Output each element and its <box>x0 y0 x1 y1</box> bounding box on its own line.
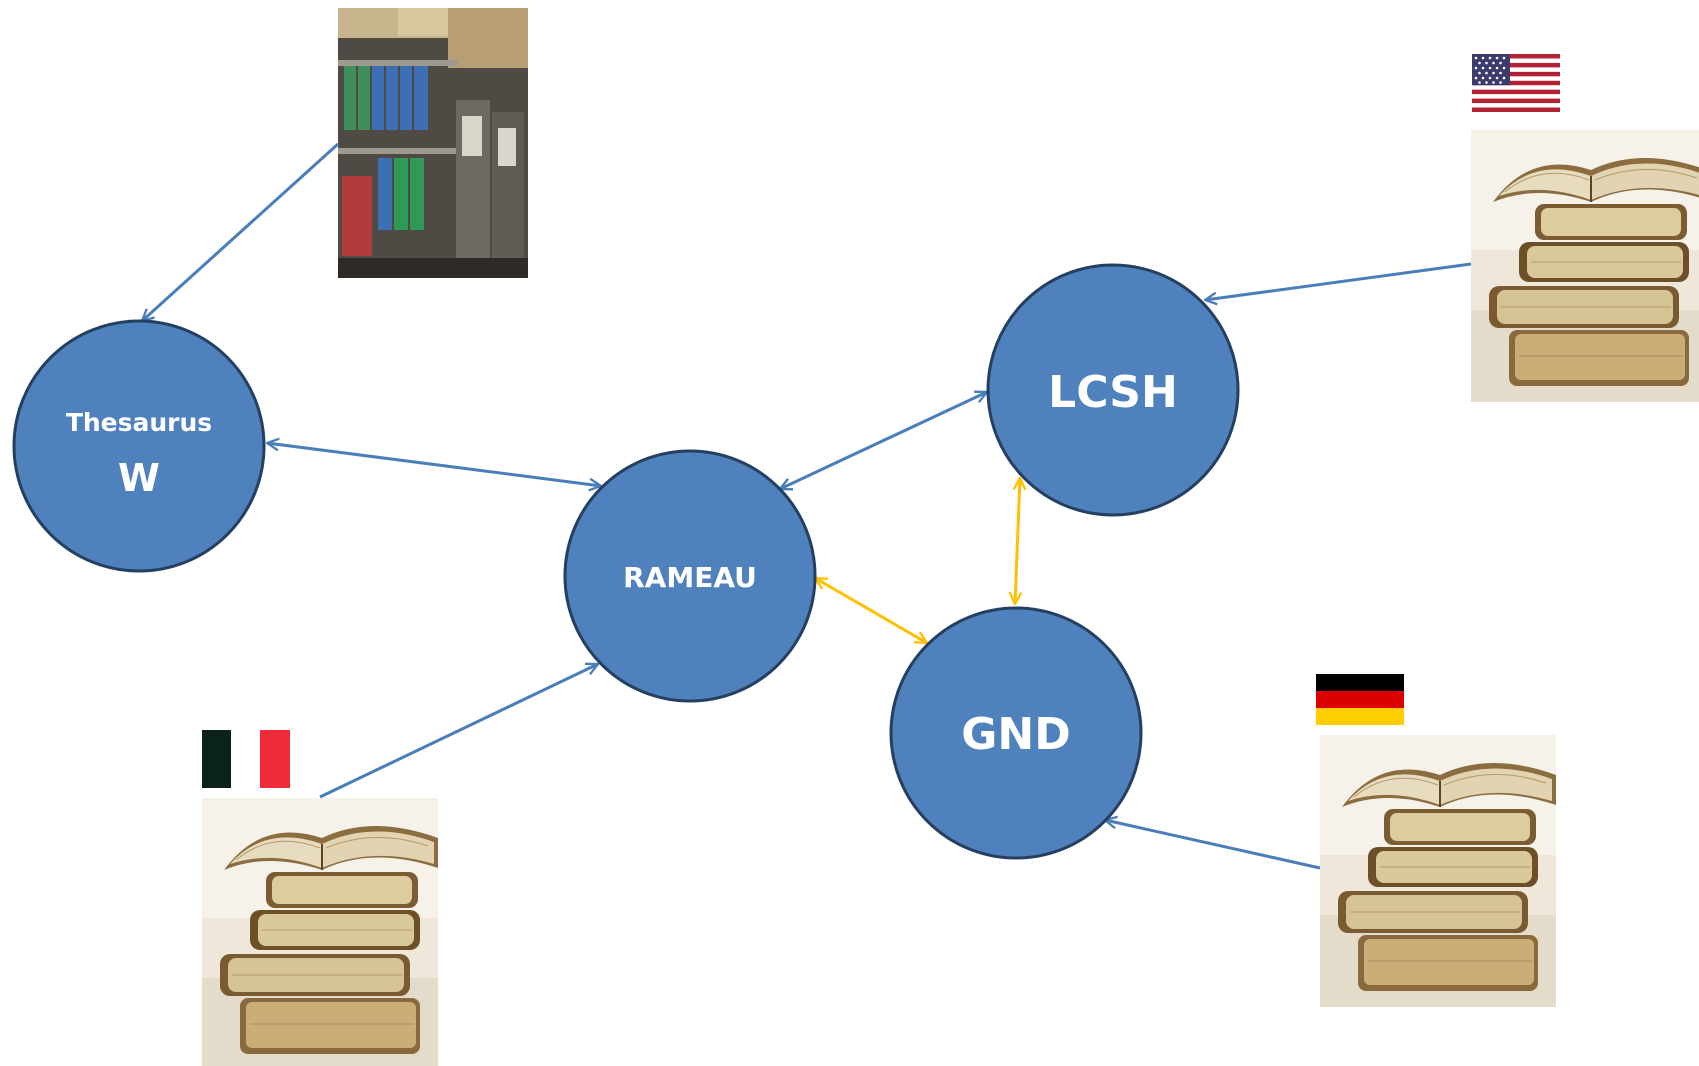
archive-shelves-photo <box>338 8 528 278</box>
node-thesaurus-w: Thesaurus W <box>12 319 266 573</box>
node-thesaurus-label-line1: Thesaurus <box>66 408 212 437</box>
link-books-france-to-rameau <box>319 664 598 799</box>
node-lcsh-label: LCSH <box>1048 367 1178 418</box>
link-books-germany-to-gnd <box>1105 820 1321 870</box>
link-rameau-lcsh <box>780 392 987 489</box>
links <box>142 142 1472 870</box>
link-thesaurus-rameau <box>267 443 601 486</box>
books-photo-usa <box>1470 129 1699 403</box>
node-rameau-label: RAMEAU <box>623 561 757 594</box>
node-gnd-label: GND <box>961 709 1070 760</box>
books-photo-germany <box>1319 734 1557 1008</box>
node-gnd: GND <box>889 606 1143 860</box>
france-flag <box>202 730 290 788</box>
link-books-usa-to-lcsh <box>1205 262 1472 300</box>
us-flag <box>1472 54 1560 112</box>
link-archive-to-thesaurus <box>142 142 340 321</box>
node-lcsh: LCSH <box>986 263 1240 517</box>
link-lcsh-gnd <box>1015 478 1020 604</box>
node-thesaurus-label-line2: W <box>118 456 160 500</box>
germany-flag <box>1316 674 1404 725</box>
link-rameau-gnd <box>815 578 927 643</box>
node-rameau: RAMEAU <box>563 449 817 703</box>
books-photo-france <box>201 797 439 1066</box>
